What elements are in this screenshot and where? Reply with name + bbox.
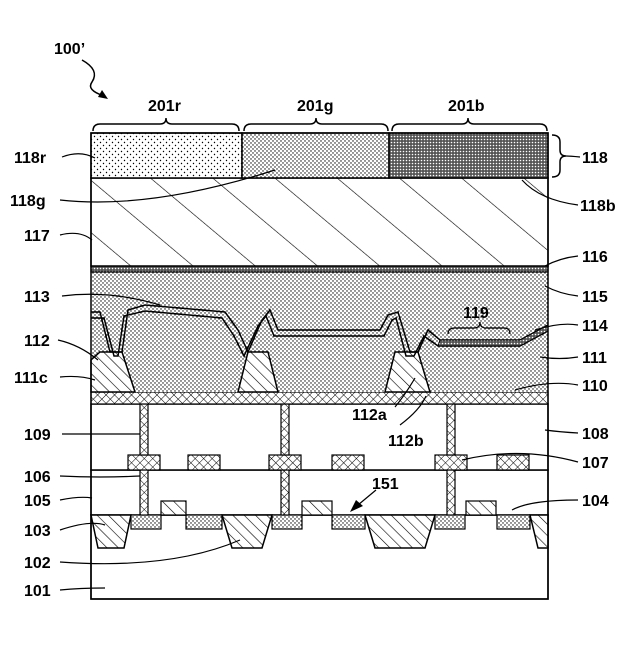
label-111c: 111c [14, 370, 48, 387]
pixel-braces [93, 118, 547, 131]
label-106: 106 [24, 469, 51, 486]
label-112b: 112b [388, 433, 424, 450]
label-118b: 118b [580, 198, 616, 215]
label-104: 104 [582, 493, 609, 510]
label-118g: 118g [10, 193, 46, 210]
label-112a: 112a [352, 407, 387, 424]
label-111: 111 [582, 350, 607, 367]
label-119: 119 [463, 305, 489, 322]
label-108: 108 [582, 426, 609, 443]
label-105: 105 [24, 493, 51, 510]
layer-115 [91, 272, 548, 300]
filter-118g [242, 133, 389, 178]
label-112: 112 [24, 333, 50, 350]
label-102: 102 [24, 555, 51, 572]
layer-110 [91, 392, 548, 404]
layer-116 [91, 266, 548, 272]
figure-arrow [82, 60, 104, 96]
label-110: 110 [582, 378, 608, 395]
label-116: 116 [582, 249, 608, 266]
filter-118b [389, 133, 548, 178]
label-101: 101 [24, 583, 51, 600]
brace-118 [552, 135, 566, 177]
layer-117 [91, 178, 548, 266]
label-201g: 201g [297, 98, 333, 115]
label-201r: 201r [148, 98, 181, 115]
label-118r: 118r [14, 150, 46, 167]
figure-arrowhead [98, 90, 108, 99]
label-117: 117 [24, 228, 50, 245]
label-115: 115 [582, 289, 608, 306]
label-114: 114 [582, 318, 608, 335]
label-103: 103 [24, 523, 51, 540]
filter-118r [91, 133, 242, 178]
label-107: 107 [582, 455, 609, 472]
label-109: 109 [24, 427, 51, 444]
figure-label: 100’ [54, 41, 85, 58]
label-201b: 201b [448, 98, 485, 115]
label-118: 118 [582, 150, 608, 167]
label-113: 113 [24, 289, 50, 306]
label-151: 151 [372, 476, 399, 493]
